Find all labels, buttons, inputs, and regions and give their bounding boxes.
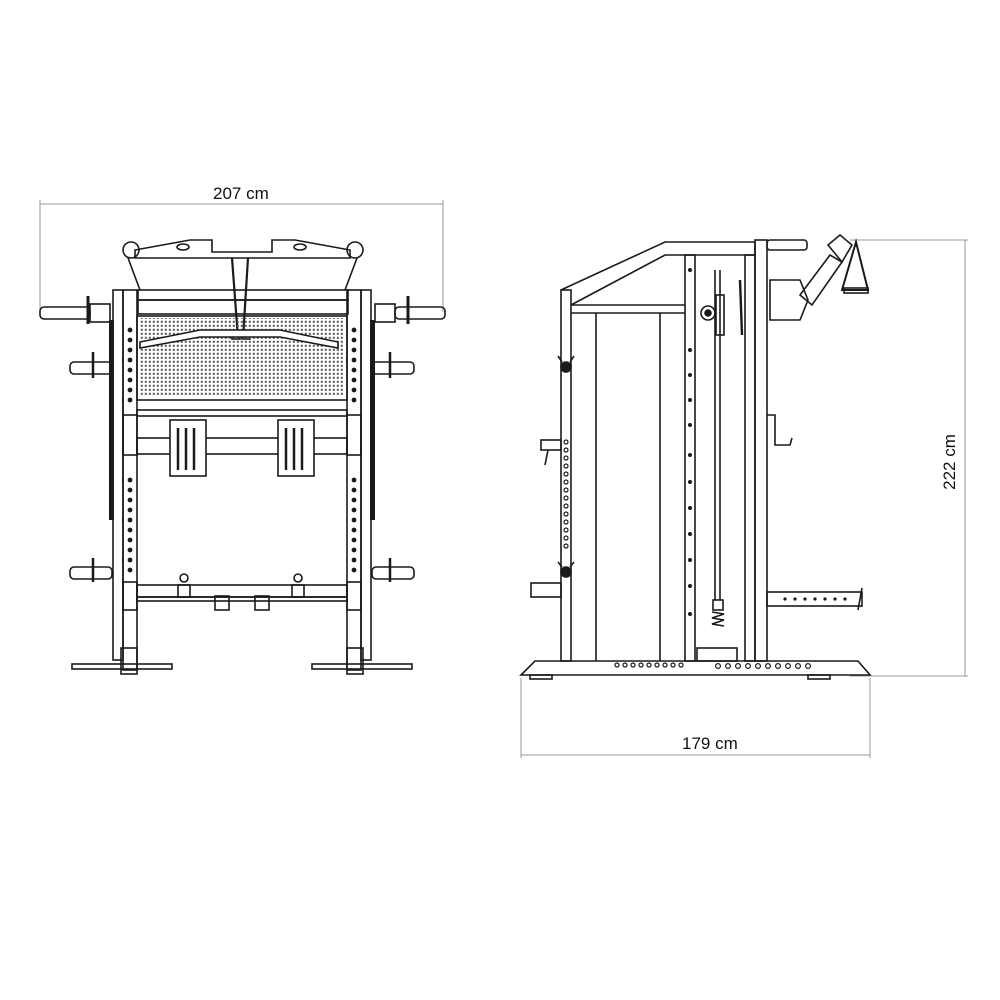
depth-dimension-line	[520, 678, 871, 758]
width-dimension-label: 207 cm	[213, 184, 269, 203]
width-dimension-line	[39, 200, 444, 312]
height-dimension-label: 222 cm	[939, 434, 959, 490]
depth-dimension-label: 179 cm	[682, 734, 738, 753]
front-left-inner-upright	[122, 289, 138, 671]
height-dimension-line	[850, 239, 968, 677]
perforated-panel	[136, 315, 348, 401]
